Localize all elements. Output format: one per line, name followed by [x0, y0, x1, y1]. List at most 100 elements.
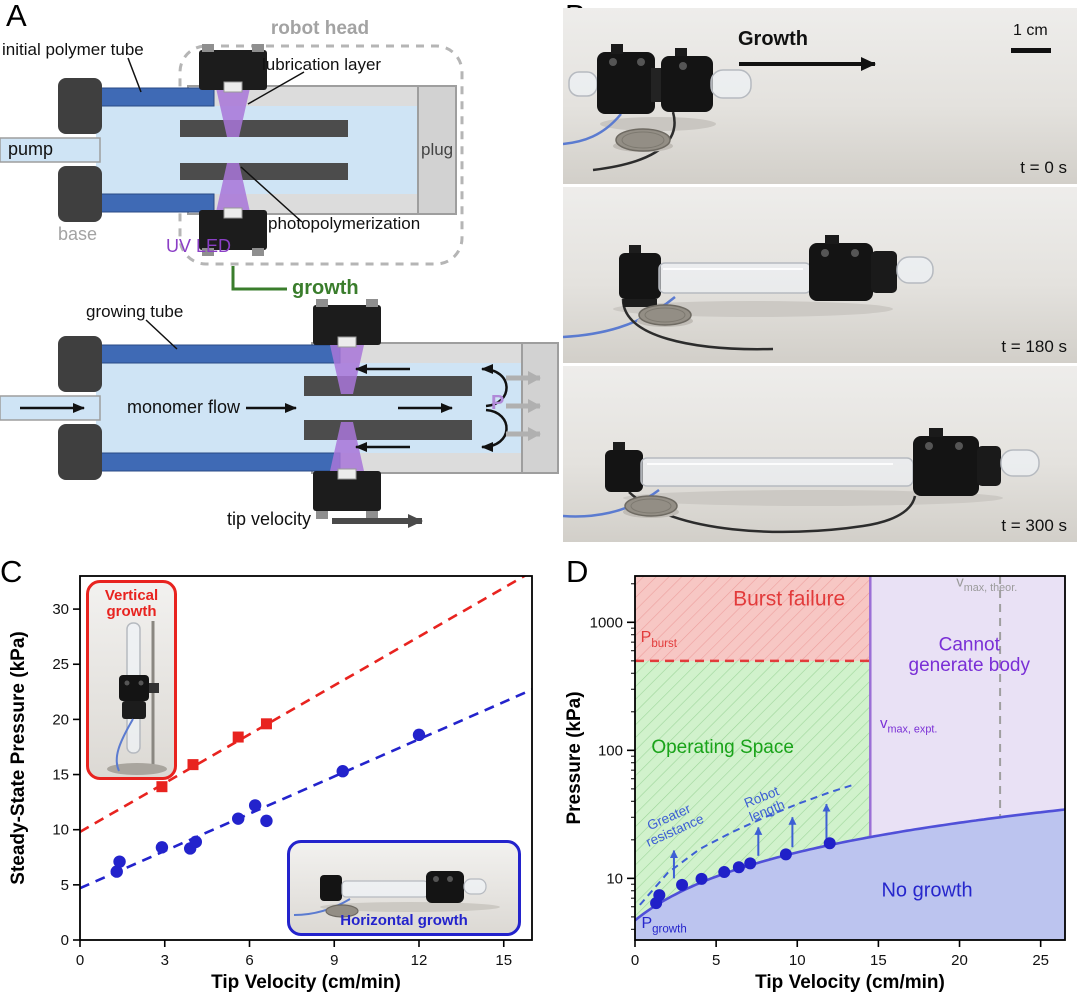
chart-d-ylabel: Pressure (kPa) [564, 691, 585, 824]
uv-led-bottom [223, 207, 243, 219]
svg-text:25: 25 [1032, 952, 1049, 969]
chart-c-xlabel: Tip Velocity (cm/min) [211, 972, 401, 993]
robot-shadow [623, 490, 1003, 506]
timestamp-0: t = 0 s [1020, 158, 1067, 177]
region-cannot-generate-body [870, 576, 1065, 838]
horizontal-growth-photo [293, 871, 500, 918]
panel-letter-c: C [0, 554, 23, 589]
chart-d-plot: Tip Velocity (cm/min) Pressure (kPa) 0 5 1… [564, 574, 1066, 993]
timestamp-2: t = 300 s [1001, 516, 1067, 535]
clear-tube-tip [1000, 449, 1040, 477]
grown-tube [341, 880, 429, 898]
photo-2-drawing [563, 428, 1040, 534]
inner-rod-top-2 [304, 376, 472, 396]
trendline-0 [80, 576, 527, 834]
chart-d-frame [634, 575, 1066, 941]
growth-bracket [231, 266, 287, 291]
black-wire [592, 111, 676, 172]
inner-rod-bottom-2 [304, 420, 472, 440]
label-uv-led: UV LED [166, 236, 232, 256]
svg-text:10: 10 [52, 822, 69, 839]
svg-text:3: 3 [161, 952, 169, 969]
tube-stub-left [568, 71, 598, 97]
robot-schematic-drawing [0, 44, 559, 528]
growth-direction-label: Growth [738, 28, 808, 50]
p-burst-label: Pburst [641, 629, 678, 650]
svg-text:100: 100 [598, 742, 623, 759]
blue-wire [563, 113, 622, 146]
robot-body [597, 52, 655, 114]
led-clamp-top [199, 50, 267, 90]
uv-led-top [223, 81, 243, 93]
panel-d-chart: Tip Velocity (cm/min) Pressure (kPa) 0 5 1… [560, 558, 1080, 1007]
svg-text:10: 10 [606, 870, 623, 887]
label-initial-polymer-tube: initial polymer tube [2, 40, 144, 59]
svg-text:6: 6 [245, 952, 253, 969]
blue-wire [115, 718, 134, 772]
svg-text:30: 30 [52, 601, 69, 618]
svg-text:20: 20 [52, 711, 69, 728]
photo-frame-0: Growth 1 cm t = 0 s [563, 8, 1077, 184]
robot-body [426, 871, 464, 903]
clear-tube-tip [463, 878, 487, 895]
uv-cone-top-2 [330, 345, 364, 394]
robot-body [809, 243, 873, 301]
svg-text:12: 12 [411, 952, 428, 969]
pump-inlet-channel [0, 137, 101, 163]
experimental-points [650, 837, 836, 910]
plug-block [417, 85, 457, 215]
p-growth-label: Pgrowth [641, 915, 686, 936]
scale-bar-label: 1 cm [1013, 22, 1048, 39]
region-no-growth [635, 809, 1065, 940]
svg-text:15: 15 [52, 767, 69, 784]
label-photopolymerization: photopolymerization [268, 214, 421, 233]
pointer-lubrication [247, 71, 305, 105]
robot-body [913, 436, 979, 496]
blue-wire [293, 898, 351, 916]
label-base: base [58, 224, 98, 244]
led-clamp-bottom-2 [313, 471, 381, 511]
inset-horizontal-growth: Horizontal growth [287, 840, 521, 936]
v-max-expt-label: vmax, expt. [880, 715, 937, 736]
series-circle-points [110, 728, 426, 878]
resistance-curve [639, 783, 855, 906]
svg-text:20: 20 [951, 952, 968, 969]
coin [615, 128, 671, 152]
chart-d-xlabel: Tip Velocity (cm/min) [755, 972, 945, 993]
svg-text:0: 0 [76, 952, 84, 969]
pressure-arrows [506, 371, 541, 441]
vertical-growth-photo [107, 621, 167, 775]
svg-text:0: 0 [631, 952, 639, 969]
photo-1-drawing [563, 235, 934, 351]
photo-frame-1: t = 180 s [563, 187, 1077, 363]
polymer-tube-wall-top [95, 87, 215, 107]
panel-b-photos: Growth 1 cm t = 0 s [563, 8, 1077, 545]
base-clamp [320, 875, 342, 901]
panel-letter-a: A [6, 0, 27, 33]
pointer-initial-tube [127, 57, 142, 93]
base-clamp [619, 253, 661, 299]
label-lubrication-layer: lubrication layer [262, 55, 382, 74]
pump-block-bottom [58, 166, 102, 222]
pump-block-bottom-2 [58, 424, 102, 480]
photo-0-drawing [563, 44, 876, 172]
pointer-photopolymerization [240, 166, 303, 223]
label-monomer-flow: monomer flow [127, 397, 241, 417]
svg-text:15: 15 [495, 952, 512, 969]
clear-tube-tip [896, 256, 934, 284]
label-plug: plug [421, 140, 454, 159]
label-growing-tube: growing tube [86, 302, 184, 321]
svg-text:1000: 1000 [590, 614, 623, 631]
svg-text:10: 10 [789, 952, 806, 969]
scale-bar [1011, 48, 1051, 53]
label-pump: pump [8, 139, 54, 159]
timestamp-1: t = 180 s [1001, 337, 1067, 356]
polymer-tube-wall-bottom [95, 193, 215, 213]
svg-text:0: 0 [61, 932, 69, 949]
base-clamp [605, 450, 643, 492]
svg-text:5: 5 [61, 877, 69, 894]
svg-text:5: 5 [712, 952, 720, 969]
pump-block-top [58, 78, 102, 134]
